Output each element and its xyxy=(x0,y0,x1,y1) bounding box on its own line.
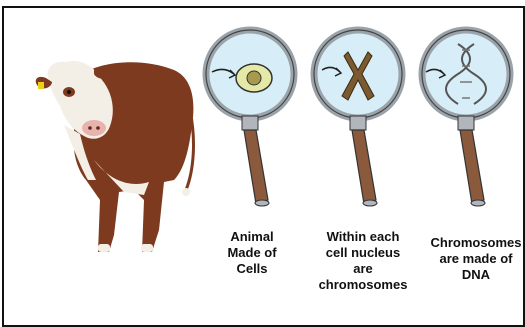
caption-line: Made of xyxy=(209,245,295,261)
caption-line: are xyxy=(300,261,426,277)
caption-line: cell nucleus xyxy=(300,245,426,261)
caption-line: Chromosomes xyxy=(416,235,525,251)
caption-line: DNA xyxy=(416,267,525,283)
caption-line: Animal xyxy=(209,229,295,245)
magnifier-chromosome-icon xyxy=(302,22,414,212)
caption-line: chromosomes xyxy=(300,277,426,293)
magnifier-dna-icon xyxy=(410,22,522,212)
caption-animal-made-of-cells: Animal Made of Cells xyxy=(209,229,295,277)
caption-line: Cells xyxy=(209,261,295,277)
cow-illustration xyxy=(24,30,199,260)
caption-line: are made of xyxy=(416,251,525,267)
diagram-frame: Animal Made of Cells Within each cell nu… xyxy=(2,6,525,327)
caption-line: Within each xyxy=(300,229,426,245)
caption-chromosomes-dna: Chromosomes are made of DNA xyxy=(416,235,525,283)
caption-nucleus-chromosomes: Within each cell nucleus are chromosomes xyxy=(300,229,426,293)
magnifier-cell-icon xyxy=(194,22,306,212)
